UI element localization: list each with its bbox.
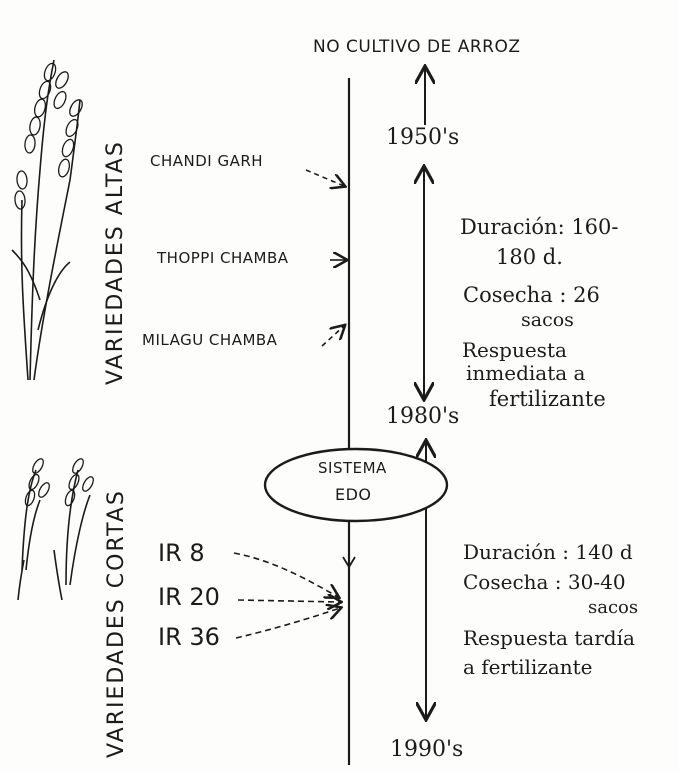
period1-duration-line2: 180 d.	[496, 246, 563, 269]
period2-harvest-line2: sacos	[588, 598, 638, 618]
variety-label-ir36: IR 36	[158, 624, 220, 650]
period1-response-line3: fertilizante	[489, 388, 606, 411]
tall-varieties-group-label: VARIEDADES ALTAS	[103, 140, 128, 385]
pointer-ir20	[238, 600, 340, 602]
tall-rice-plant-icon	[12, 60, 85, 380]
period2-harvest-line1: Cosecha : 30-40	[463, 571, 626, 593]
decade-1980-label: 1980's	[386, 405, 459, 429]
decade-1950-label: 1950's	[386, 126, 459, 150]
pointer-chandigarh	[306, 170, 344, 186]
decade-1990-label: 1990's	[390, 738, 463, 762]
period2-response-line2: a fertilizante	[463, 656, 593, 678]
short-varieties-group-label: VARIEDADES CORTAS	[104, 489, 129, 758]
period2-duration: Duración : 140 d	[463, 541, 633, 563]
period1-duration-line1: Duración: 160-	[460, 216, 619, 239]
period1-response-line1: Respuesta	[462, 339, 567, 361]
variety-label-milaguchamba: MILAGU CHAMBA	[142, 332, 277, 349]
pointer-milaguchamba	[322, 326, 344, 346]
variety-label-ir8: IR 8	[158, 540, 205, 566]
period1-harvest-line1: Cosecha : 26	[463, 284, 600, 307]
short-rice-plant-icon	[18, 457, 95, 600]
period1-harvest-line2: sacos	[521, 310, 574, 331]
pointer-ir8	[234, 553, 338, 597]
variety-label-chandigarh: CHANDI GARH	[150, 153, 263, 170]
pointer-ir36	[236, 608, 340, 638]
system-label-line1: SISTEMA	[318, 460, 387, 477]
period1-response-line2: inmediata a	[466, 362, 585, 384]
no-rice-cultivation-label: NO CULTIVO DE ARROZ	[313, 38, 520, 57]
period2-response-line1: Respuesta tardía	[463, 627, 635, 649]
variety-label-ir20: IR 20	[158, 584, 220, 610]
system-label-line2: EDO	[335, 486, 372, 504]
variety-label-thoppichamba: THOPPI CHAMBA	[157, 250, 289, 267]
